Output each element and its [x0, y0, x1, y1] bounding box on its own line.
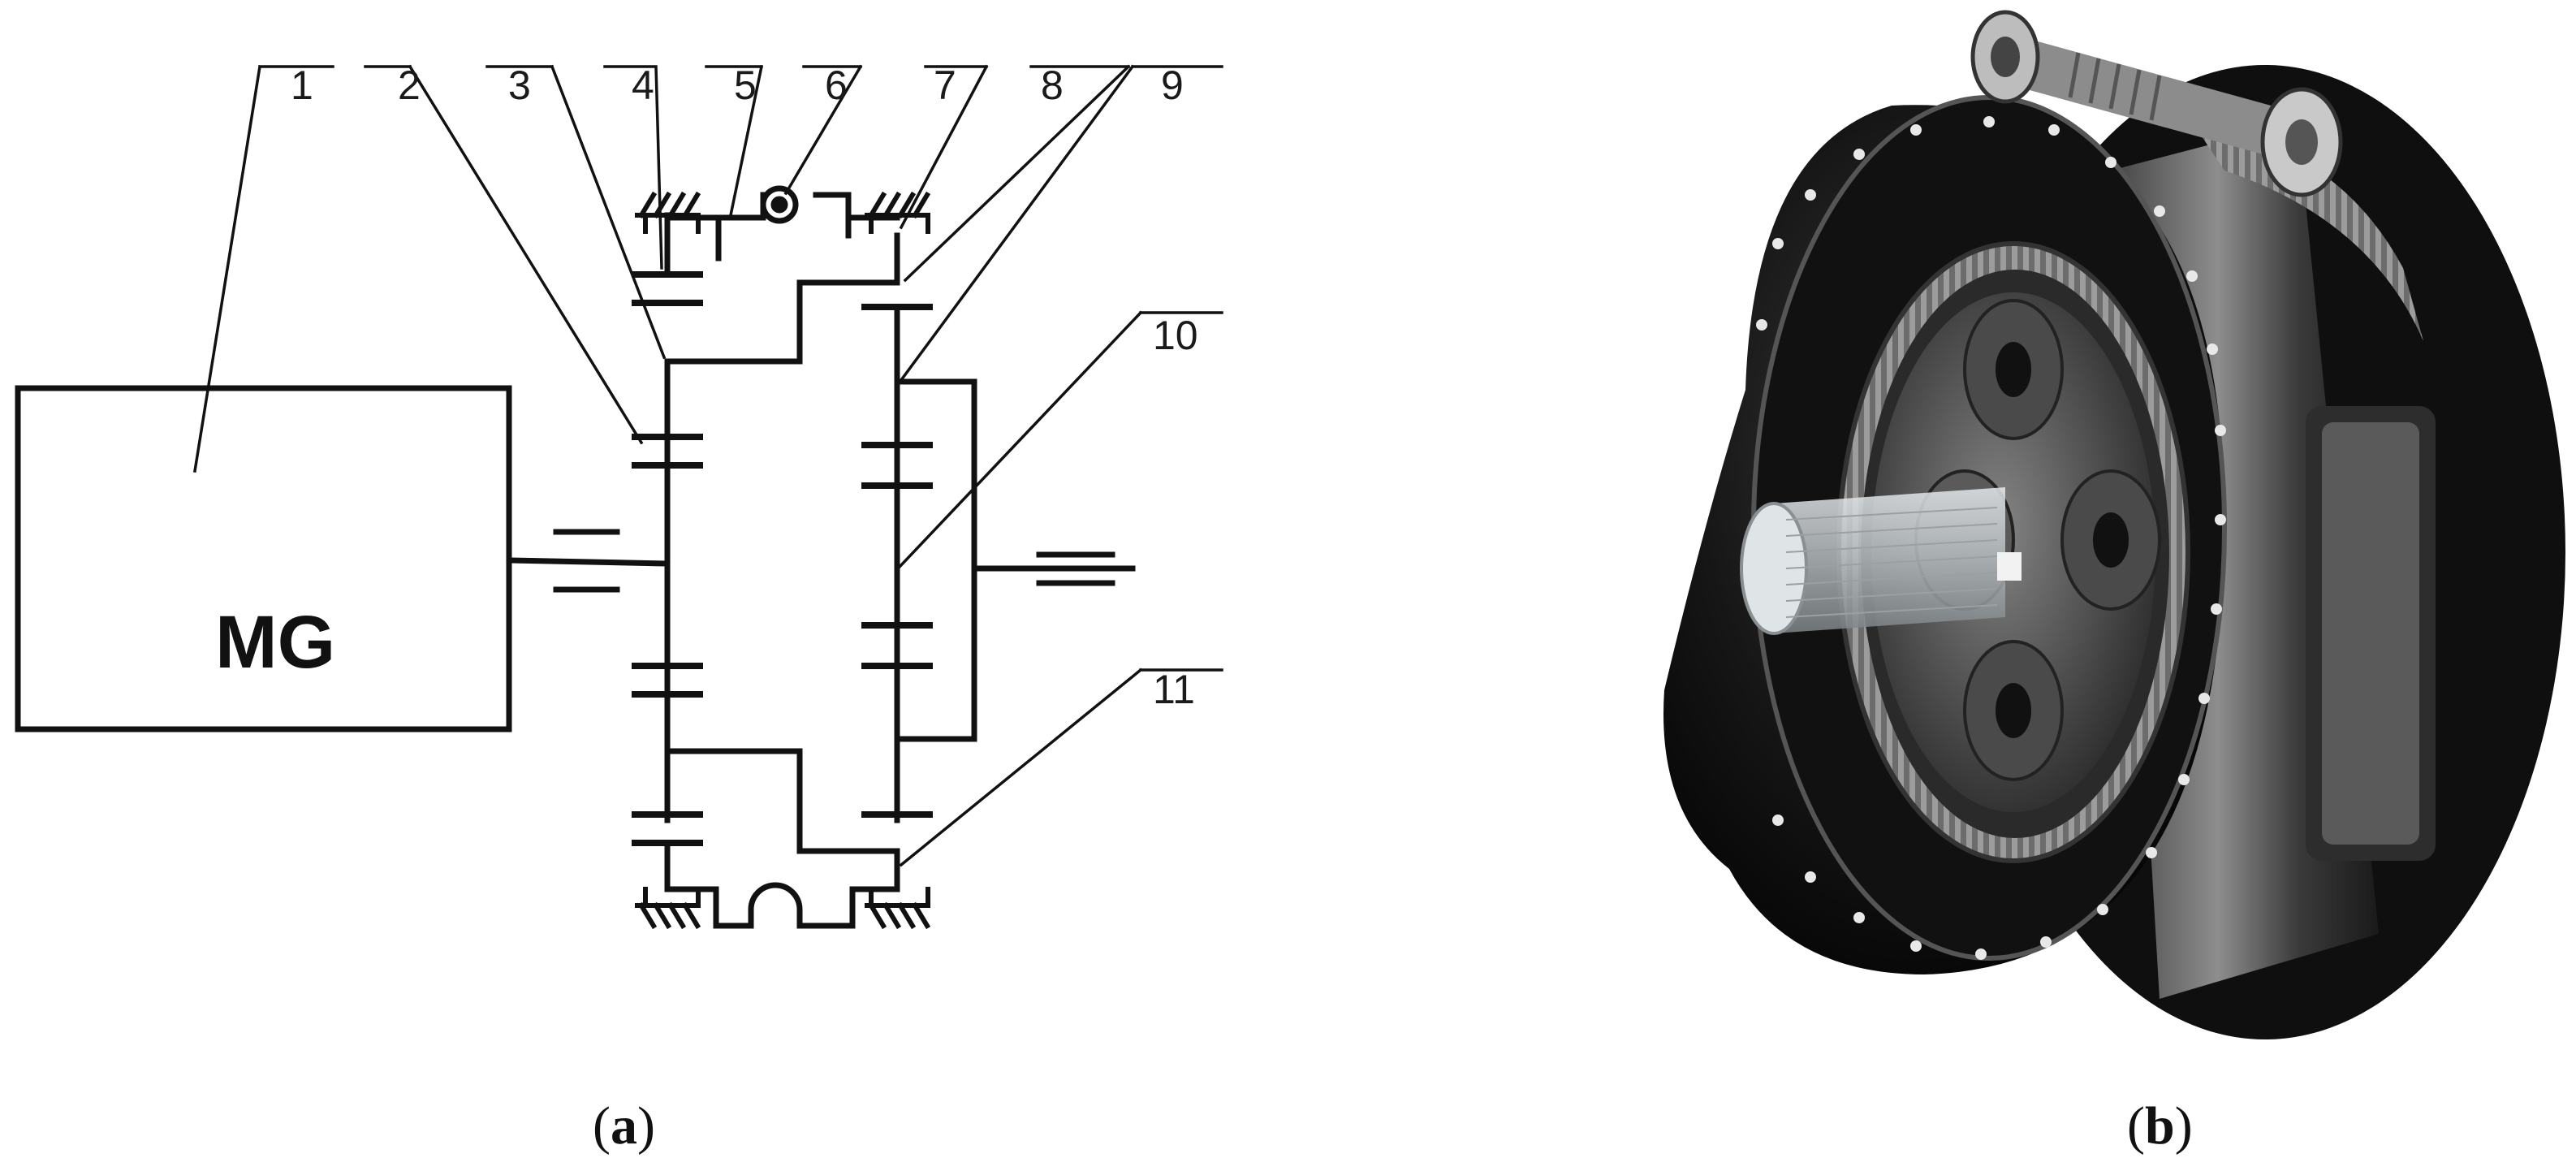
callout-2: 2 [398, 63, 421, 108]
ground-hatch-top-right [865, 191, 931, 234]
stage1-carrier-link [664, 748, 900, 854]
callout-7: 7 [934, 63, 956, 108]
schematic-panel-a: 1 2 3 4 5 6 7 8 9 10 11 MG [15, 63, 1223, 930]
motor-bearing [553, 529, 620, 593]
callout-11: 11 [1153, 667, 1195, 712]
callout-5: 5 [734, 63, 757, 108]
caption-b: (b) [2127, 1096, 2193, 1156]
shaft-splines [1785, 507, 1998, 618]
caption-a-close: ) [637, 1096, 655, 1156]
worm-shaft-assembly [1970, 10, 2343, 197]
leader-lines [192, 64, 1223, 867]
callout-4: 4 [632, 63, 654, 108]
worm-gear-symbol [760, 185, 799, 224]
output-bearing [1036, 551, 1115, 586]
side-gear-teeth [2192, 122, 2423, 341]
callout-9: 9 [1161, 63, 1184, 108]
bottom-housing [664, 882, 900, 929]
stage1-ring-link [664, 279, 900, 365]
ground-hatch-bottom-right [865, 887, 931, 930]
callout-3: 3 [508, 63, 531, 108]
drum-window-inner [2322, 422, 2419, 845]
caption-a-open: ( [593, 1096, 611, 1156]
caption-b-close: ) [2175, 1096, 2193, 1156]
motor-shaft [506, 557, 671, 567]
caption-b-letter: b [2145, 1096, 2175, 1156]
worm-gear-center [770, 196, 788, 214]
mg-label: MG [215, 601, 335, 684]
callout-1: 1 [291, 63, 313, 108]
stage2-carrier [894, 378, 977, 742]
shaft-key [1997, 552, 2022, 581]
caption-a-letter: a [611, 1096, 637, 1156]
input-shaft [1774, 487, 2005, 633]
stage2-gear-bars [861, 304, 933, 818]
callout-6: 6 [825, 63, 848, 108]
ground-hatch-bottom-left [635, 887, 701, 930]
callout-10: 10 [1153, 313, 1198, 358]
bolt-holes [1756, 116, 2226, 960]
callout-8: 8 [1041, 63, 1064, 108]
caption-a: (a) [593, 1096, 655, 1156]
ground-hatch-top-left [635, 191, 701, 234]
render-panel-b [1663, 10, 2565, 1039]
caption-b-open: ( [2127, 1096, 2145, 1156]
